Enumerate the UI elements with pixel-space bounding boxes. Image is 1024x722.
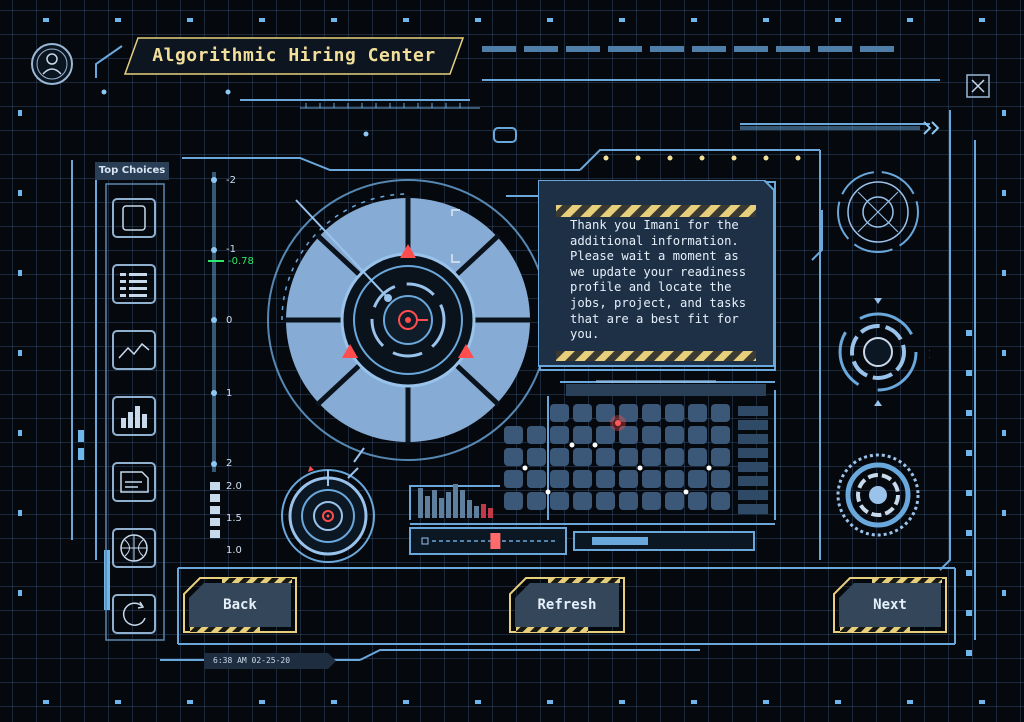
list-icon[interactable] (112, 264, 156, 304)
scale-tick-label: 1 (226, 388, 233, 399)
message-panel-bg (538, 180, 775, 367)
scale-tick-label: -1 (226, 244, 236, 255)
status-message: Thank you Imani for the additional infor… (570, 218, 747, 342)
sidebar-column (105, 183, 165, 641)
scale-sub-label: 1.5 (226, 513, 242, 524)
top-choices-tab[interactable]: Top Choices (95, 162, 169, 180)
timestamp-plate (204, 653, 336, 669)
chart-icon[interactable] (112, 330, 156, 370)
refresh-button[interactable]: Refresh (508, 576, 626, 634)
refresh-button-frame (509, 577, 625, 633)
close-icon[interactable] (966, 74, 990, 98)
scale-sub-label: 2.0 (226, 481, 242, 492)
small-radar (281, 466, 375, 563)
next-button-frame (833, 577, 947, 633)
refresh-button-label: Refresh (537, 597, 597, 613)
mini-bar-graph (418, 484, 493, 518)
avatar-icon[interactable] (30, 40, 74, 90)
scale-sub-label: 1.0 (226, 545, 242, 556)
document-icon[interactable] (112, 462, 156, 502)
slider-thumb[interactable] (490, 533, 501, 549)
scale-marker (208, 260, 224, 262)
scale-tick-label: 0 (226, 315, 233, 326)
scale-marker-value: -0.78 (228, 256, 254, 267)
grid-header-bar (566, 380, 766, 396)
readiness-scale (208, 172, 224, 538)
timestamp: 6:38 AM 02-25-20 (213, 656, 291, 665)
title-plate (124, 37, 464, 75)
scale-tick-label: 2 (226, 458, 233, 469)
scale-tick-label: -2 (226, 175, 236, 186)
radial-wheel (267, 179, 549, 463)
shield-icon[interactable] (112, 198, 156, 238)
progress-slider[interactable] (408, 526, 568, 556)
back-button-label: Back (223, 597, 257, 613)
back-button-frame (183, 577, 297, 633)
back-button[interactable]: Back (182, 576, 298, 634)
next-button-label: Next (873, 597, 907, 613)
next-button[interactable]: Next (832, 576, 948, 634)
match-matrix (504, 404, 768, 514)
refresh-icon[interactable] (112, 594, 156, 634)
secondary-bar (573, 531, 755, 551)
right-gauges (836, 171, 930, 537)
bar-chart-icon[interactable] (112, 396, 156, 436)
globe-icon[interactable] (112, 528, 156, 568)
page-title: Algorithmic Hiring Center (152, 45, 436, 66)
